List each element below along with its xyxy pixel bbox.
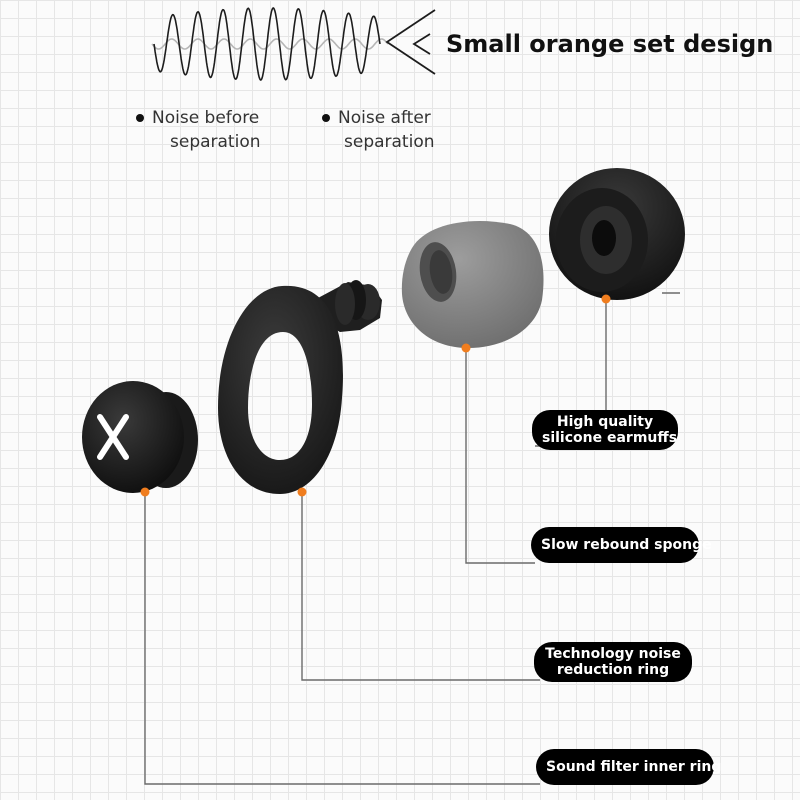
silicone-earmuff xyxy=(549,168,685,300)
noise-before-wave xyxy=(151,38,389,50)
dot-earmuffs xyxy=(601,294,611,304)
label-sound-filter-inner-ring: Sound filter inner ring xyxy=(536,749,722,785)
label-earmuffs-line1: High quality xyxy=(556,414,654,430)
label-filter-text: Sound filter inner ring xyxy=(546,759,722,775)
sound-filter-cap xyxy=(82,381,198,493)
label-sponge-text: Slow rebound sponge xyxy=(541,537,712,553)
label-silicone-earmuffs: High quality silicone earmuffs xyxy=(532,410,678,450)
x-symbol-icon xyxy=(97,414,129,460)
noise-after-wave xyxy=(153,7,381,81)
legend-after-line1: Noise after xyxy=(338,108,431,128)
label-earmuffs-line2: silicone earmuffs xyxy=(542,430,678,446)
reduction-chevron-icon xyxy=(385,9,436,75)
legend-bullet-icon xyxy=(136,114,144,122)
small-chevron-icon xyxy=(412,33,431,55)
legend-noise-before: Noise before separation xyxy=(136,106,261,154)
connector-sponge xyxy=(465,349,535,564)
label-ring-line1: Technology noise xyxy=(545,646,681,662)
noise-waveform-icon xyxy=(151,7,436,81)
page-title: Small orange set design xyxy=(446,30,774,58)
slow-rebound-sponge xyxy=(401,221,544,348)
label-ring-line2: reduction ring xyxy=(556,662,670,678)
legend-bullet-icon xyxy=(322,114,330,122)
legend-before-line1: Noise before xyxy=(152,108,260,128)
dot-filter xyxy=(140,487,150,497)
label-slow-rebound-sponge: Slow rebound sponge xyxy=(531,527,712,563)
dot-sponge xyxy=(461,343,471,353)
dot-ring xyxy=(297,487,307,497)
connector-ring xyxy=(301,493,540,681)
legend-noise-after: Noise after separation xyxy=(322,106,435,154)
legend-before-line2: separation xyxy=(170,132,261,152)
label-noise-reduction-ring: Technology noise reduction ring xyxy=(534,642,692,682)
noise-reduction-ring xyxy=(218,280,382,494)
accent-dots xyxy=(140,294,611,497)
connector-filter xyxy=(144,493,540,785)
legend-after-line2: separation xyxy=(344,132,435,152)
